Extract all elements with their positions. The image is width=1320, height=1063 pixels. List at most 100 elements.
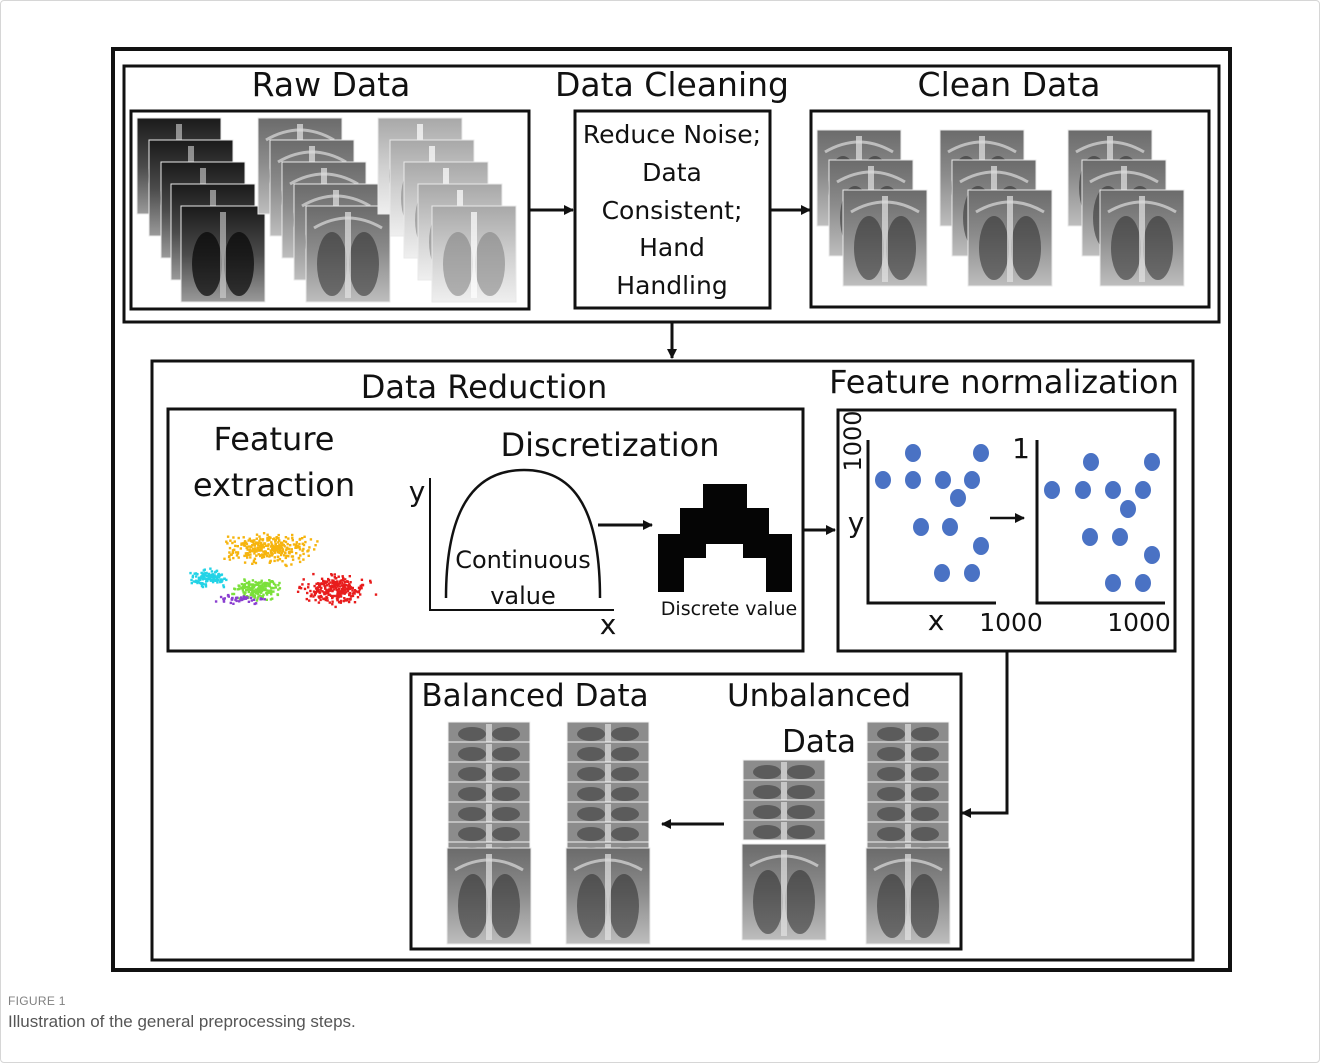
scatter-point	[329, 587, 333, 590]
scatter-point	[341, 589, 344, 592]
scatter-point	[191, 574, 195, 578]
scatter-point	[210, 578, 213, 581]
scatter-point	[280, 544, 284, 547]
scatter-point	[204, 572, 208, 575]
scatter-point	[321, 582, 324, 585]
scatter-point	[274, 586, 277, 589]
scatter-point	[330, 573, 333, 576]
scatter-point	[313, 592, 317, 595]
scatter-point	[341, 575, 344, 578]
scatter-point	[268, 535, 271, 539]
continuous-value-label-2: value	[490, 582, 556, 610]
scatter-point	[261, 589, 264, 592]
scatter-point	[273, 537, 276, 540]
scatter-point	[360, 578, 364, 581]
scatter-point	[369, 579, 372, 583]
scatter-point	[233, 540, 236, 543]
scatter-point	[322, 591, 326, 594]
scatter-point	[328, 585, 331, 588]
scatter-point	[354, 590, 357, 593]
scatter-point	[274, 546, 277, 550]
scatter-point	[339, 600, 342, 604]
scatter-point	[259, 585, 262, 588]
scatter-point	[263, 543, 266, 546]
scatter-point	[343, 589, 346, 592]
right-x-axis-max: 1000	[1107, 608, 1171, 637]
scatter-point	[298, 538, 301, 541]
scatter-point	[346, 584, 350, 587]
scatter-point	[190, 581, 193, 585]
scatter-point	[301, 583, 304, 586]
clean-data-title: Clean Data	[918, 65, 1101, 104]
scatter-point	[330, 585, 333, 588]
scatter-point	[253, 590, 257, 594]
scatter-point	[331, 600, 334, 603]
scatter-point	[267, 543, 270, 546]
scatter-point	[302, 578, 305, 581]
scatter-point	[291, 558, 295, 561]
scatter-point	[242, 595, 245, 598]
cleaning-step-4: Hand	[639, 233, 705, 262]
scatter-point	[325, 589, 328, 592]
scatter-point	[307, 583, 310, 586]
scatter-point	[352, 591, 356, 594]
scatter-point	[264, 588, 267, 592]
balanced-stack-1	[445, 721, 533, 946]
scatter-point	[271, 597, 274, 600]
scatter-point	[296, 590, 300, 593]
scatter-point	[263, 581, 267, 585]
scatter-point	[336, 589, 339, 592]
scatter-point	[314, 544, 317, 547]
scatter-point	[240, 598, 243, 601]
scatter-point	[307, 554, 310, 557]
scatter-point	[340, 592, 343, 595]
scatter-point	[214, 600, 218, 603]
scatter-point	[284, 563, 287, 567]
scatter-point	[331, 581, 334, 585]
scatter-point	[246, 548, 249, 551]
scatter-point	[277, 588, 280, 591]
discretization-title: Discretization	[500, 426, 719, 464]
scatter-point	[261, 539, 264, 542]
scatter-point	[236, 551, 240, 554]
scatter-point	[324, 592, 327, 595]
scatter-point	[335, 582, 338, 585]
scatter-point	[337, 595, 340, 598]
scatter-point	[334, 586, 338, 590]
scatter-point	[254, 588, 258, 591]
scatter-point	[214, 579, 217, 582]
scatter-point	[258, 594, 261, 597]
scatter-point	[252, 540, 255, 544]
scatter-point	[272, 590, 275, 593]
scatter-point	[265, 593, 269, 596]
scatter-point	[249, 596, 253, 599]
scatter-point	[359, 585, 362, 588]
scatter-point	[333, 580, 337, 584]
scatter-point	[325, 584, 329, 587]
scatter-point	[196, 581, 199, 585]
scatter-point	[256, 591, 259, 594]
scatter-point	[301, 549, 304, 552]
scatter-point	[278, 548, 281, 552]
scatter-point	[281, 560, 284, 563]
scatter-point	[327, 579, 331, 582]
scatter-point	[235, 554, 239, 557]
scatter-point	[243, 586, 246, 589]
scatter-point	[247, 581, 251, 585]
scatter-point	[243, 579, 247, 582]
scatter-point	[264, 585, 267, 588]
scatter-point	[245, 554, 248, 557]
scatter-point	[256, 597, 259, 600]
scatter-point	[242, 585, 245, 588]
scatter-point	[357, 590, 360, 593]
scatter-point	[334, 605, 337, 609]
scatter-point	[261, 597, 264, 601]
scatter-point	[334, 583, 337, 587]
scatter-point	[199, 582, 203, 585]
scatter-point	[369, 581, 372, 584]
scatter-point	[243, 541, 246, 545]
scatter-point	[195, 575, 198, 578]
scatter-point	[201, 572, 204, 575]
scatter-point	[250, 599, 253, 602]
continuous-value-curve	[444, 468, 602, 599]
